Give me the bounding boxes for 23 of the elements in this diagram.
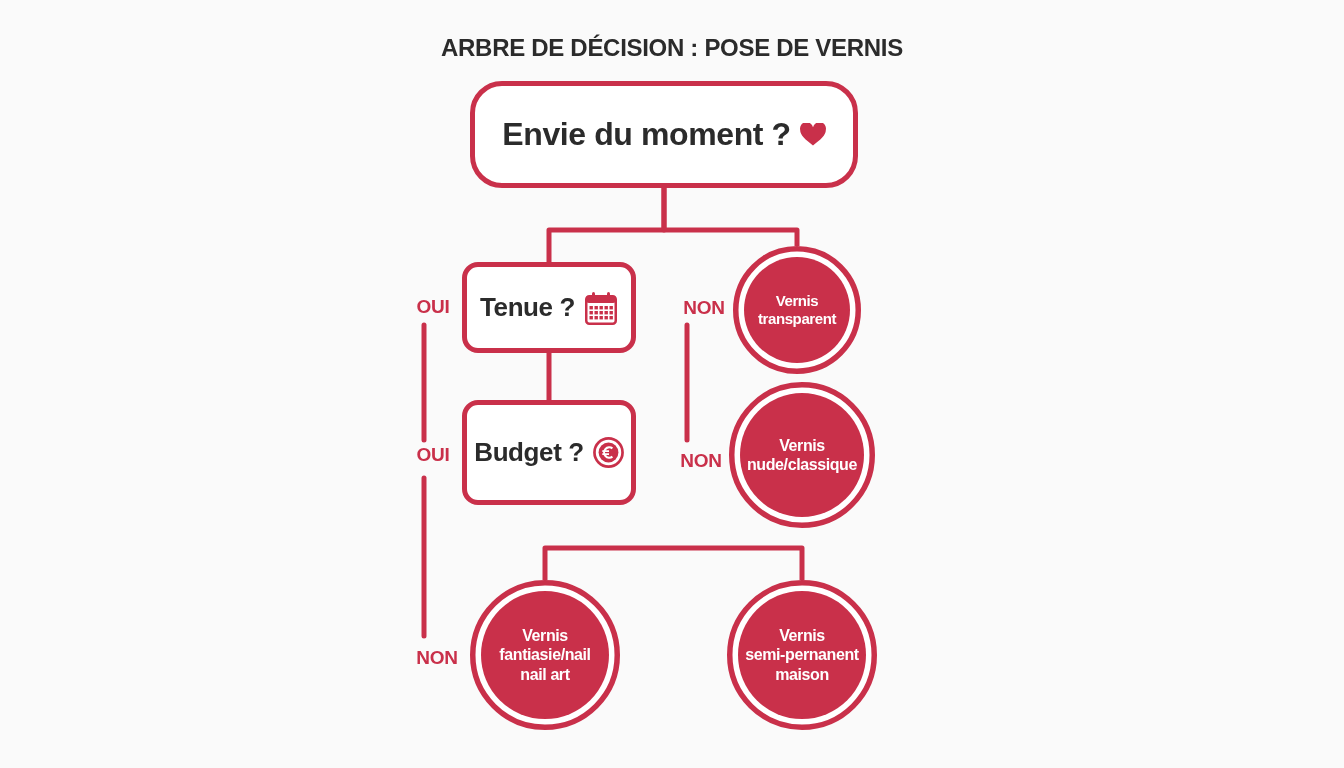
- result-circle: [729, 382, 875, 528]
- node-text: Vernis nude/classique: [746, 435, 858, 475]
- question-box: [462, 400, 636, 505]
- branch-label: NON: [680, 450, 722, 472]
- result-circle: [470, 580, 620, 730]
- branch-label: NON: [416, 647, 458, 669]
- branch-label: OUI: [416, 296, 450, 318]
- branch-label: OUI: [416, 444, 450, 466]
- node-text: Vernis transparent: [756, 292, 838, 328]
- node-text: Vernis fantiasie/nail nail art: [498, 626, 592, 684]
- question-box: [462, 262, 636, 353]
- connector-line: [661, 188, 800, 246]
- node-text: Tenue ?: [480, 291, 575, 324]
- connector-line: [546, 353, 552, 400]
- branch-label: NON: [683, 297, 725, 319]
- result-circle: [733, 246, 861, 374]
- question-box: [470, 81, 858, 188]
- node-text: Vernis semi-pernanent maison: [744, 626, 860, 684]
- connector-line: [542, 545, 805, 580]
- result-circle: [727, 580, 877, 730]
- node-text: Envie du moment ?: [502, 115, 791, 154]
- node-text: Budget ?: [474, 436, 584, 469]
- diagram-title: ARBRE DE DÉCISION : POSE DE VERNIS: [441, 33, 903, 63]
